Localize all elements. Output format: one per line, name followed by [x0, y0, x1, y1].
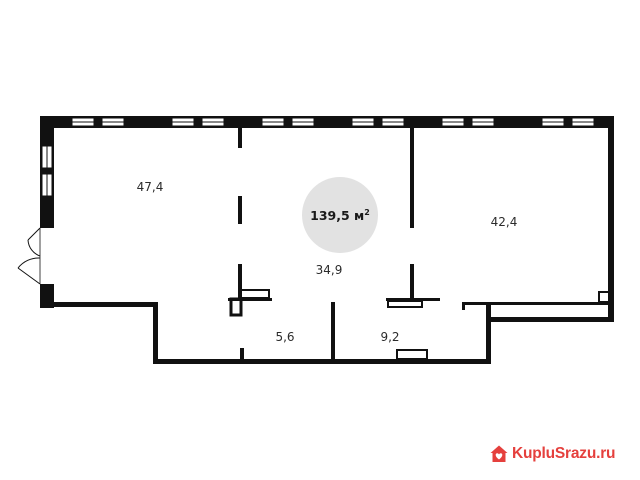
window-mullions [46, 121, 594, 196]
wall-bottom-left [40, 302, 158, 307]
wall-lower-right-vertical [486, 302, 491, 364]
wall-ledge [462, 302, 614, 305]
house-heart-icon [490, 445, 508, 462]
total-area-badge [302, 177, 378, 253]
partition-de [331, 302, 335, 362]
fixture-left [229, 297, 243, 317]
wall-mid-left [228, 298, 272, 301]
wall-lower-left-vertical [153, 302, 158, 364]
partition-ac-1 [238, 128, 242, 148]
wall-right [608, 116, 614, 322]
wall-mid-right [386, 298, 440, 301]
wall-left-upper [40, 116, 54, 228]
fixture-bottom [396, 349, 428, 360]
fixture-right [598, 291, 612, 303]
fixtures [229, 289, 612, 360]
wall-top [40, 116, 614, 128]
watermark: KupluSrazu.ru [489, 444, 616, 464]
room-area-label: 47,4 [137, 180, 164, 194]
partition-d-stub [240, 348, 244, 360]
partition-cb-lower [410, 264, 414, 302]
room-area-label: 5,6 [275, 330, 294, 344]
room-area-label: 34,9 [316, 263, 343, 277]
room-area-label: 42,4 [491, 215, 518, 229]
total-area-label: 139,5 м2 [310, 208, 370, 223]
partition-ac-3 [238, 264, 242, 300]
partition-ac-2 [238, 196, 242, 224]
entrance-door [17, 227, 41, 285]
wall-ledge-stub [462, 302, 465, 310]
room-area-label: 9,2 [380, 330, 399, 344]
fixture-center [387, 300, 423, 308]
fixture-left-inner [240, 289, 270, 299]
wall-bottom [153, 359, 491, 364]
watermark-text: KupluSrazu.ru [512, 445, 616, 462]
partition-cb-upper [410, 128, 414, 228]
wall-bottom-right [486, 317, 614, 322]
